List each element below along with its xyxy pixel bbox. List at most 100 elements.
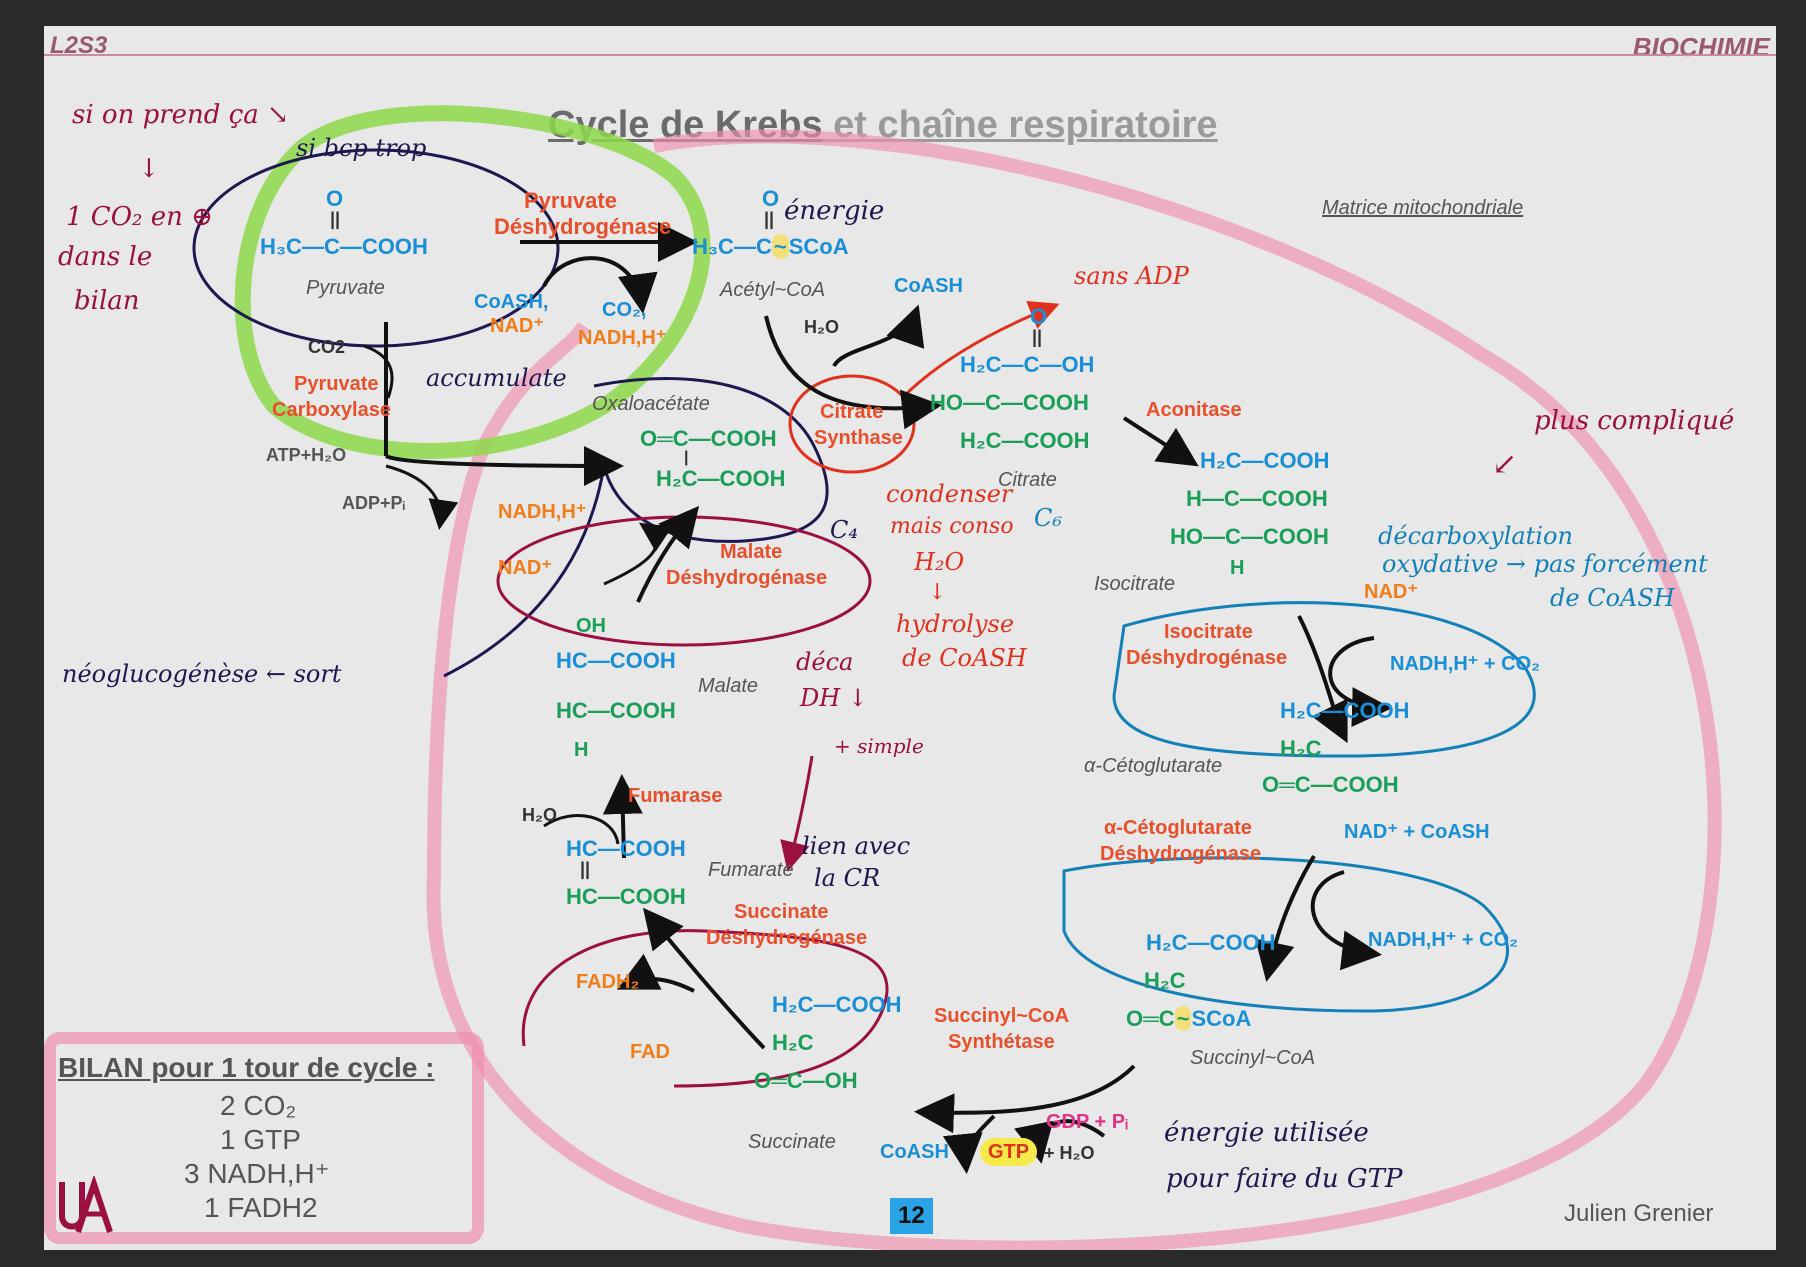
note-c6: C₆ xyxy=(1034,504,1062,532)
matrix-label: Matrice mitochondriale xyxy=(1322,197,1524,219)
cs-name-1: Citrate xyxy=(820,401,884,423)
isocitrate-label: Isocitrate xyxy=(1094,573,1176,595)
akg-label: α-Cétoglutarate xyxy=(1084,755,1223,777)
mal-f2: HC—COOH xyxy=(556,698,676,723)
succ-f3: O═C—OH xyxy=(754,1068,858,1093)
note-si-bcp-trop: si bcp trop xyxy=(296,134,427,162)
note-sans-adp: sans ADP xyxy=(1074,262,1189,290)
akg-f3: O═C—COOH xyxy=(1262,772,1399,797)
pdh-co2: CO₂, xyxy=(602,299,647,321)
scoa-f2: H₂C xyxy=(1144,968,1186,993)
bilan-co2: 2 CO₂ xyxy=(220,1090,297,1121)
page-number: 12 xyxy=(890,1198,933,1234)
pc-name-2: Carboxylase xyxy=(272,399,391,421)
annotation-layer xyxy=(44,105,1722,1250)
sdh-name-1: Succinate xyxy=(734,901,829,923)
pdh-coash: CoASH, xyxy=(474,291,549,313)
mdh-name-1: Malate xyxy=(720,541,783,563)
page-title: Cycle de Krebs et chaîne respiratoire xyxy=(548,104,1218,146)
note-c4: C₄ xyxy=(830,516,858,544)
idh-loop xyxy=(1112,601,1536,758)
note-deca: déca xyxy=(796,648,854,676)
akgdh-products: NADH,H⁺ + CO₂ xyxy=(1368,929,1519,951)
sdh-name-2: Déshydrogénase xyxy=(706,927,868,949)
succinate-label: Succinate xyxy=(748,1131,836,1153)
note-condenser: condenser xyxy=(886,480,1013,508)
fumarase-name: Fumarase xyxy=(628,785,723,807)
bilan-title: BILAN pour 1 tour de cycle : xyxy=(58,1052,435,1083)
note-energie: énergie xyxy=(784,196,885,226)
pyruvate-label: Pyruvate xyxy=(306,277,385,299)
bilan-gtp: 1 GTP xyxy=(220,1124,301,1155)
akg-f2: H₂C xyxy=(1280,736,1322,761)
oaa-label: Oxaloacétate xyxy=(592,393,710,415)
idh-name-2: Déshydrogénase xyxy=(1126,647,1288,669)
pc-name-1: Pyruvate xyxy=(294,373,379,395)
author: Julien Grenier xyxy=(1564,1200,1714,1227)
green-highlight xyxy=(234,105,711,459)
oaa-formula-1: O═C—COOH xyxy=(640,426,777,451)
succ-f2: H₂C xyxy=(772,1030,814,1055)
cs-circle xyxy=(788,374,916,474)
sdh-loop xyxy=(521,929,889,1088)
fumarate-label: Fumarate xyxy=(708,859,794,881)
idh-products: NADH,H⁺ + CO₂ xyxy=(1390,653,1541,675)
scoa-label: Succinyl~CoA xyxy=(1190,1047,1316,1069)
bilan-nadh: 3 NADH,H⁺ xyxy=(184,1158,330,1189)
fum-f1: HC—COOH xyxy=(566,836,686,861)
pyruvate-circle xyxy=(192,148,560,348)
note-lien: lien avec xyxy=(802,832,911,860)
akgdh-loop xyxy=(1062,856,1509,1013)
pink-loop xyxy=(426,129,1722,1250)
mal-f1: HC—COOH xyxy=(556,648,676,673)
course-code: L2S3 xyxy=(50,32,108,59)
citrate-f1: H₂C—C—OH xyxy=(960,352,1095,377)
scoa-f1: H₂C—COOH xyxy=(1146,930,1276,955)
akgdh-name-2: Déshydrogénase xyxy=(1100,843,1262,865)
aconitase-name: Aconitase xyxy=(1146,399,1242,421)
iso-f2: H—C—COOH xyxy=(1186,486,1328,511)
malate-label: Malate xyxy=(698,675,759,697)
cs-coash: CoASH xyxy=(894,275,963,297)
pyruvate-formula: H₃C—C—COOH xyxy=(260,234,428,259)
note-decarbox-2: oxydative → pas forcément xyxy=(1382,550,1708,578)
university-logo xyxy=(59,1176,113,1233)
scoa-f3: O═C~SCoA xyxy=(1126,1006,1252,1031)
oaa-formula-2: H₂C—COOH xyxy=(656,466,786,491)
acetylcoa-formula: H₃C—C~SCoA xyxy=(692,234,849,259)
note-co2-2: dans le xyxy=(58,242,153,272)
citrate-label: Citrate xyxy=(998,469,1057,491)
gtp-badge: GTP xyxy=(980,1138,1038,1166)
note-accumulate: accumulate xyxy=(426,364,567,392)
iso-f3: HO—C—COOH xyxy=(1170,524,1329,549)
note-co2-1: 1 CO₂ en ⊕ xyxy=(66,202,213,232)
note-decarbox-3: de CoASH xyxy=(1550,584,1675,612)
cs-name-2: Synthase xyxy=(814,427,903,449)
note-co2-3: bilan xyxy=(74,286,140,316)
citrate-f3: H₂C—COOH xyxy=(960,428,1090,453)
pdh-nadh: NADH,H⁺ xyxy=(578,327,667,349)
note-si-on-prend: si on prend ça ↘ xyxy=(72,100,289,130)
citrate-f2: HO—C—COOH xyxy=(930,390,1089,415)
bilan-fadh2: 1 FADH2 xyxy=(204,1192,318,1223)
pdh-nad: NAD⁺ xyxy=(490,315,544,337)
akgdh-substrates: NAD⁺ + CoASH xyxy=(1344,821,1490,843)
scs-name-2: Synthétase xyxy=(948,1031,1055,1053)
succ-f1: H₂C—COOH xyxy=(772,992,902,1017)
scs-coash: CoASH xyxy=(880,1141,949,1163)
note-plus-complique: plus compliqué xyxy=(1534,406,1735,436)
pdh-name-1: Pyruvate xyxy=(524,188,617,213)
note-decarbox-1: décarboxylation xyxy=(1378,522,1573,550)
mdh-name-2: Déshydrogénase xyxy=(666,567,828,589)
fum-f2: HC—COOH xyxy=(566,884,686,909)
note-energie-utilisee: énergie utilisée xyxy=(1164,1118,1369,1148)
pyruvate-o: O xyxy=(326,186,344,211)
idh-name-1: Isocitrate xyxy=(1164,621,1253,643)
slide: L2S3 BIOCHIMIE Cycle de Krebs et chaîne … xyxy=(44,26,1776,1250)
akgdh-name-1: α-Cétoglutarate xyxy=(1104,817,1252,839)
akg-f1: H₂C—COOH xyxy=(1280,698,1410,723)
acetylcoa-label: Acétyl~CoA xyxy=(720,279,826,301)
scs-name-1: Succinyl~CoA xyxy=(934,1005,1070,1027)
pdh-name-2: Déshydrogénase xyxy=(494,214,672,239)
iso-f1: H₂C—COOH xyxy=(1200,448,1330,473)
